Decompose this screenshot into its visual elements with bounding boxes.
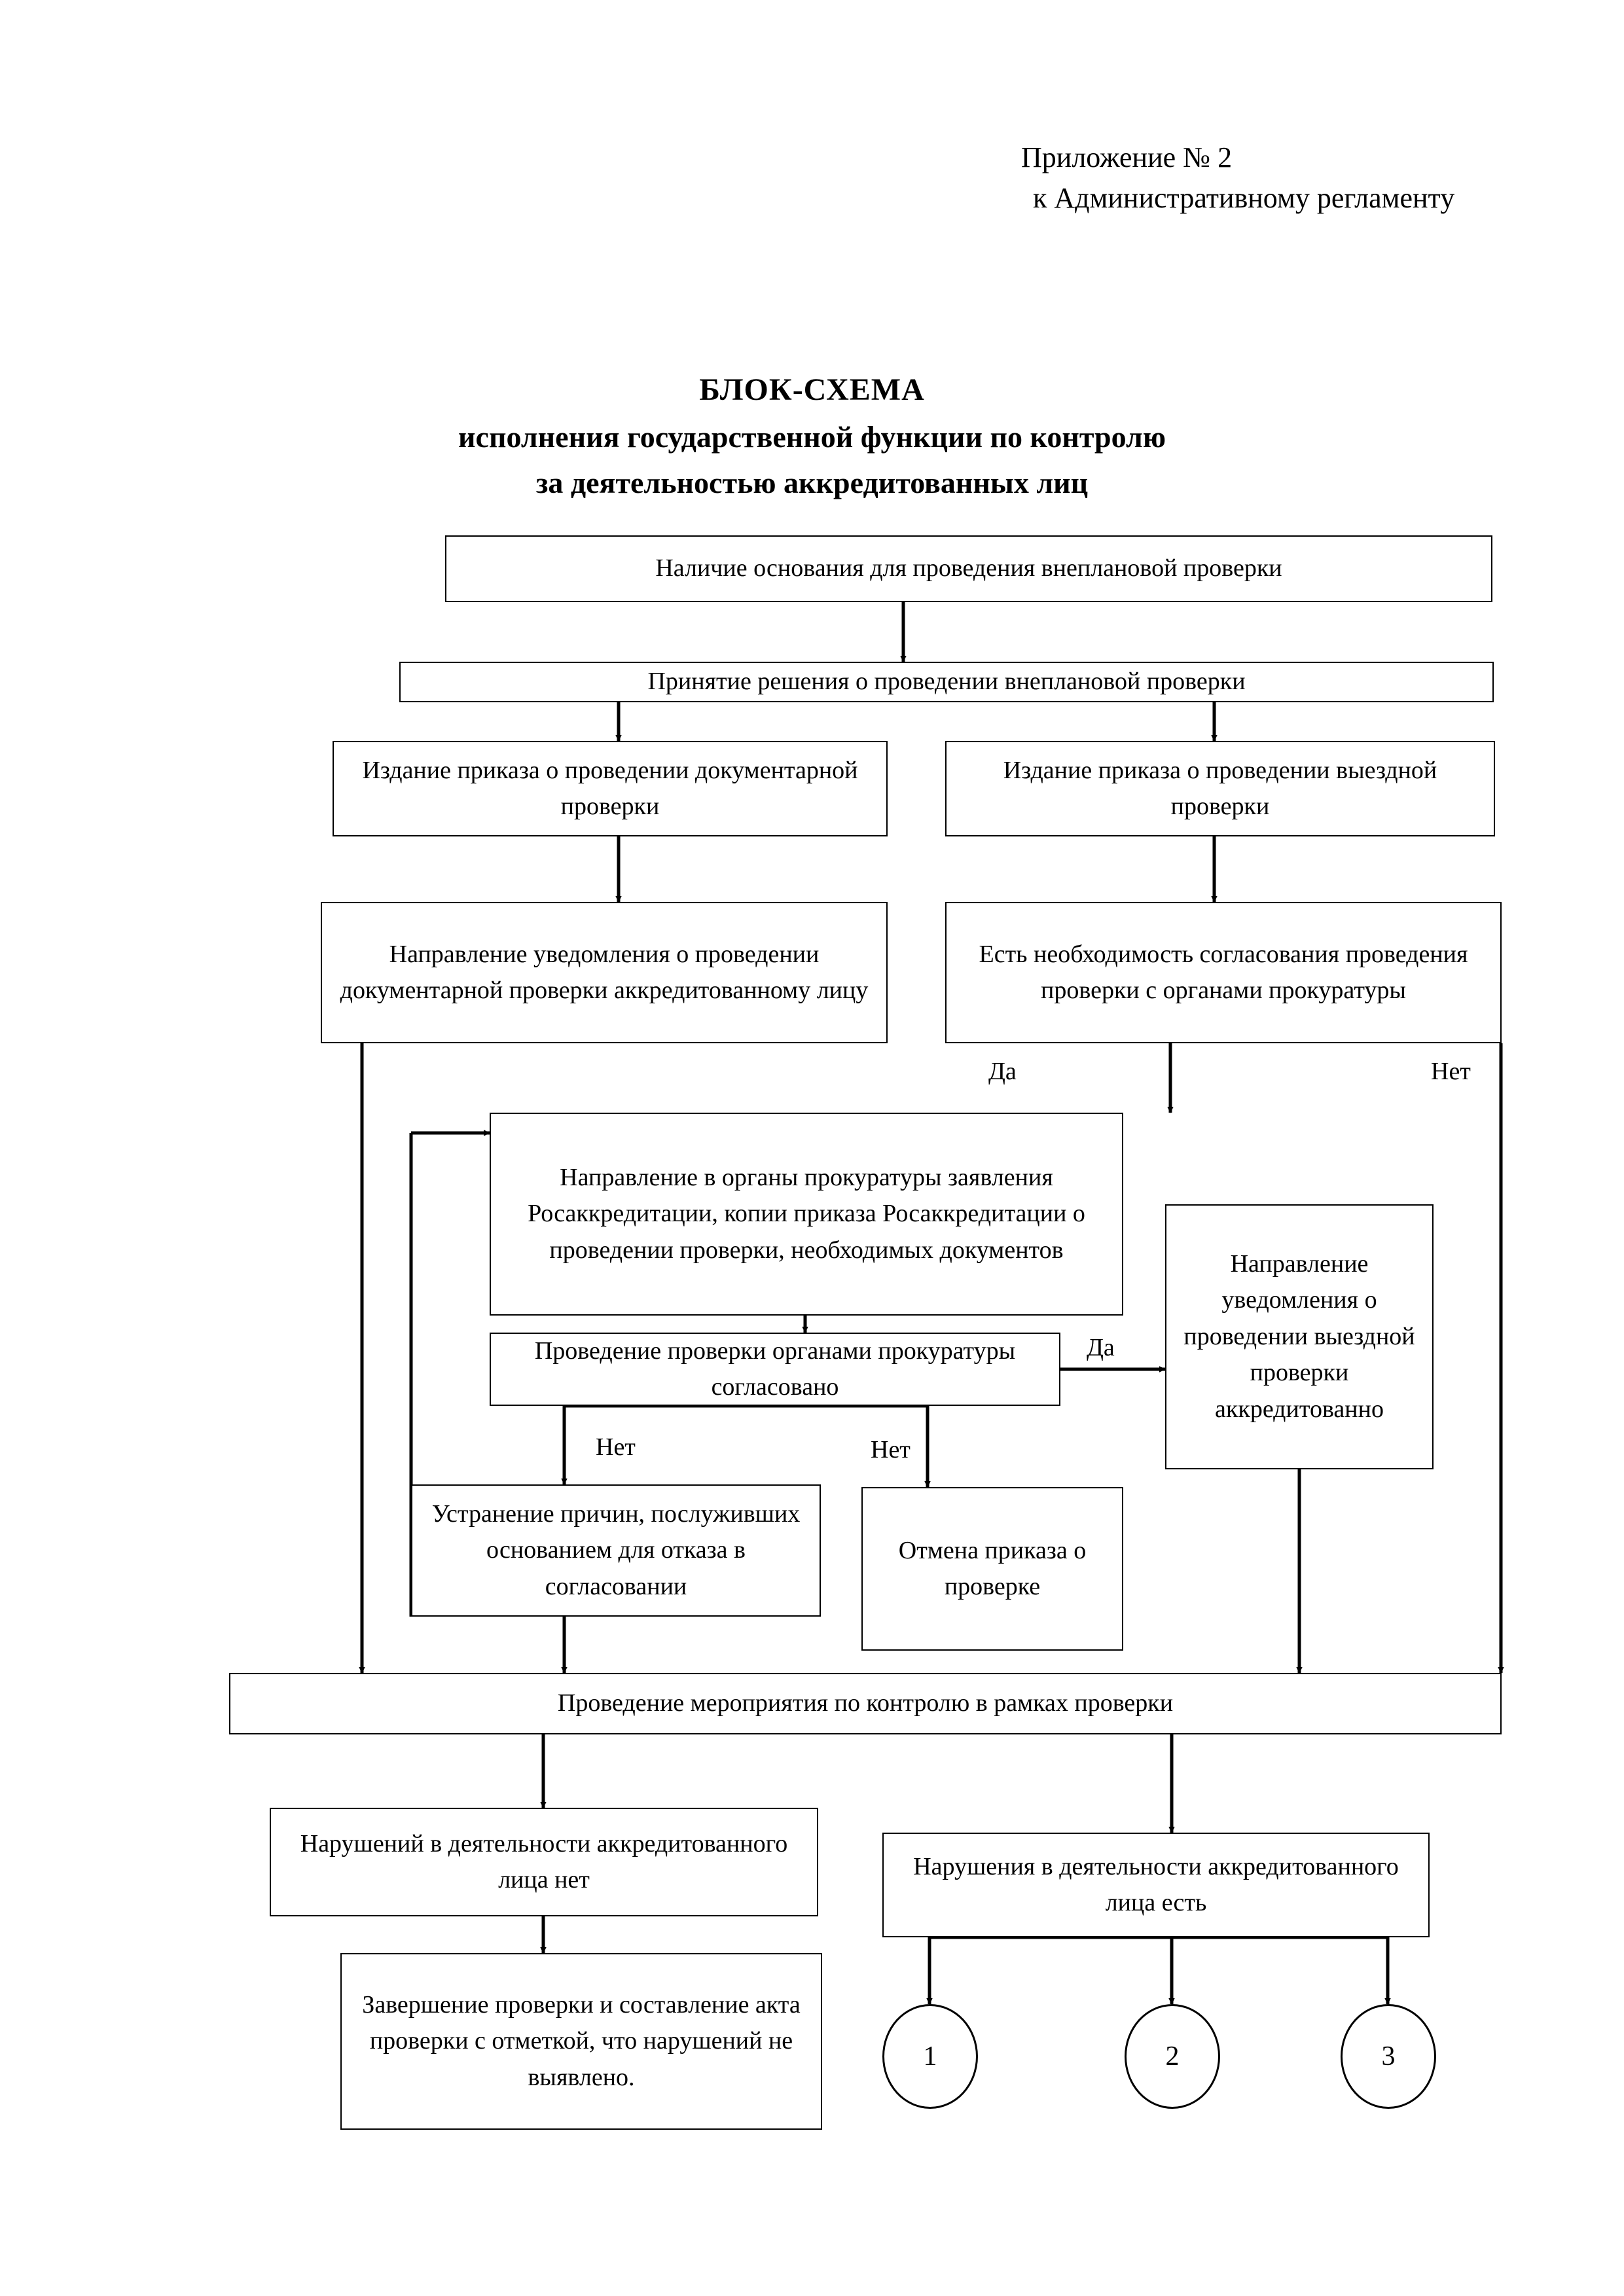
node-remove-refusal-causes: Устранение причин, послуживших основание… bbox=[411, 1484, 821, 1617]
edge-label-agreed-no: Нет bbox=[596, 1433, 636, 1461]
title-sub-line1: исполнения государственной функции по ко… bbox=[458, 420, 1166, 454]
header-line-regulation: к Административному регламенту bbox=[1033, 182, 1455, 215]
node-notify-documentary-inspection: Направление уведомления о проведении док… bbox=[321, 902, 888, 1043]
header-line-appendix: Приложение № 2 bbox=[1021, 141, 1233, 173]
document-header: Приложение № 2 к Административному регла… bbox=[1021, 137, 1545, 219]
node-grounds-for-unscheduled-inspection: Наличие основания для проведения внеплан… bbox=[445, 535, 1492, 602]
connector-circle-3: 3 bbox=[1341, 2004, 1436, 2109]
node-notify-field-inspection: Направление уведомления о проведении вые… bbox=[1165, 1204, 1434, 1469]
node-order-field-inspection: Издание приказа о проведении выездной пр… bbox=[945, 741, 1495, 836]
node-cancel-inspection-order: Отмена приказа о проверке bbox=[861, 1487, 1123, 1651]
edge-label-cancel-no: Нет bbox=[871, 1436, 911, 1463]
edge-label-prosecutor-no: Нет bbox=[1431, 1058, 1471, 1085]
node-conduct-control-measures: Проведение мероприятия по контролю в рам… bbox=[229, 1673, 1502, 1734]
node-violations-found: Нарушения в деятельности аккредитованног… bbox=[882, 1833, 1430, 1937]
title-sub-line2: за деятельностью аккредитованных лиц bbox=[535, 465, 1089, 499]
edge-label-prosecutor-yes: Да bbox=[988, 1058, 1017, 1085]
node-prosecutor-approved: Проведение проверки органами прокуратуры… bbox=[490, 1333, 1060, 1406]
page-title: БЛОК-СХЕМА исполнения государственной фу… bbox=[0, 367, 1624, 506]
connector-circle-1: 1 bbox=[882, 2004, 978, 2109]
connector-circle-2: 2 bbox=[1125, 2004, 1220, 2109]
node-no-violations-found: Нарушений в деятельности аккредитованног… bbox=[270, 1808, 818, 1916]
node-submit-to-prosecutor: Направление в органы прокуратуры заявлен… bbox=[490, 1113, 1123, 1316]
edge-label-agreed-yes: Да bbox=[1087, 1334, 1115, 1361]
node-complete-inspection-act: Завершение проверки и составление акта п… bbox=[340, 1953, 822, 2130]
node-decision-to-conduct-inspection: Принятие решения о проведении внепланово… bbox=[399, 662, 1494, 702]
node-prosecutor-approval-needed: Есть необходимость согласования проведен… bbox=[945, 902, 1502, 1043]
node-order-documentary-inspection: Издание приказа о проведении документарн… bbox=[333, 741, 888, 836]
title-main: БЛОК-СХЕМА bbox=[699, 372, 925, 407]
